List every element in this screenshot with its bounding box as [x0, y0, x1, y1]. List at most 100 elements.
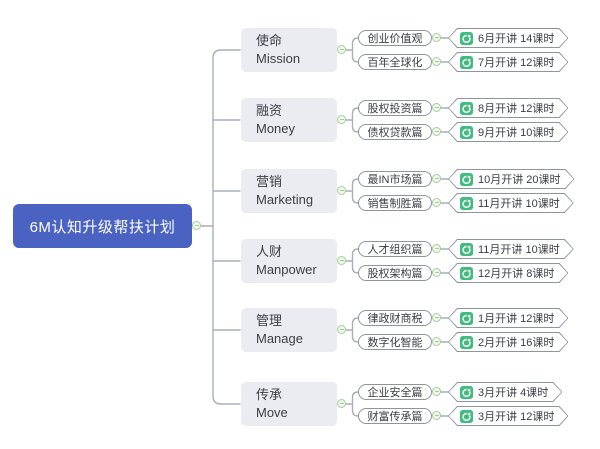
leaf-shape: [448, 122, 568, 142]
topic-node[interactable]: 律政财商税: [358, 310, 432, 326]
topic-node[interactable]: 财富传承篇: [358, 408, 432, 424]
collapse-toggle[interactable]: [432, 103, 441, 112]
collapse-toggle[interactable]: [337, 186, 346, 195]
leaf-shape: [448, 52, 568, 72]
leaf-shape: [448, 239, 574, 259]
schedule-node[interactable]: 3月开讲 4课时: [448, 382, 562, 402]
collapse-toggle[interactable]: [432, 387, 441, 396]
schedule-label: 3月开讲 12课时: [478, 411, 555, 423]
topic-node[interactable]: 数字化智能: [358, 334, 432, 350]
schedule-node[interactable]: 3月开讲 12课时: [448, 406, 568, 426]
leaf-shape: [448, 193, 574, 213]
root-node[interactable]: 6M认知升级帮扶计划: [13, 204, 192, 248]
topic-node[interactable]: 企业安全篇: [358, 384, 432, 400]
topic-node[interactable]: 百年全球化: [358, 54, 432, 70]
collapse-toggle[interactable]: [192, 221, 201, 230]
branch-node-move[interactable]: 传承 Move: [241, 382, 337, 426]
branch-node-money[interactable]: 融资 Money: [241, 98, 337, 142]
schedule-node[interactable]: 12月开讲 8课时: [448, 263, 568, 283]
schedule-node[interactable]: 1月开讲 12课时: [448, 308, 568, 328]
topic-label: 创业价值观: [367, 33, 423, 45]
collapse-toggle[interactable]: [432, 174, 441, 183]
leaf-shape: [448, 28, 568, 48]
branch-label-en: Marketing: [256, 192, 314, 207]
collapse-toggle[interactable]: [337, 115, 346, 124]
collapse-toggle[interactable]: [337, 325, 346, 334]
collapse-toggle[interactable]: [432, 313, 441, 322]
branch-label-cn: 营销: [256, 174, 283, 189]
collapse-toggle[interactable]: [337, 256, 346, 265]
globe-icon: [460, 173, 473, 186]
schedule-node[interactable]: 8月开讲 12课时: [448, 98, 568, 118]
topic-node[interactable]: 债权贷款篇: [358, 124, 432, 140]
topic-label: 销售制胜篇: [367, 198, 423, 210]
schedule-node[interactable]: 6月开讲 14课时: [448, 28, 568, 48]
branch-label-cn: 人财: [256, 244, 283, 259]
globe-icon: [460, 386, 473, 399]
schedule-node[interactable]: 11月开讲 10课时: [448, 239, 574, 259]
globe-icon: [460, 197, 473, 210]
schedule-label: 10月开讲 20课时: [478, 174, 561, 186]
schedule-label: 1月开讲 12课时: [478, 313, 555, 325]
topic-label: 百年全球化: [367, 57, 423, 69]
collapse-toggle[interactable]: [432, 57, 441, 66]
collapse-toggle[interactable]: [432, 411, 441, 420]
leaf-shape: [448, 263, 568, 283]
collapse-toggle[interactable]: [432, 198, 441, 207]
branch-label-en: Mission: [256, 51, 301, 66]
collapse-toggle[interactable]: [432, 127, 441, 136]
topic-node[interactable]: 股权架构篇: [358, 265, 432, 281]
leaf-shape: [448, 382, 562, 402]
topic-label: 人才组织篇: [367, 244, 423, 256]
leaf-shape: [448, 406, 568, 426]
schedule-label: 6月开讲 14课时: [478, 33, 555, 45]
topic-node[interactable]: 股权投资篇: [358, 100, 432, 116]
branch-label-en: Move: [256, 405, 288, 420]
globe-icon: [460, 32, 473, 45]
leaf-shape: [448, 308, 568, 328]
schedule-label: 8月开讲 12课时: [478, 103, 555, 115]
collapse-toggle[interactable]: [337, 399, 346, 408]
globe-icon: [460, 56, 473, 69]
branch-node-mission[interactable]: 使命 Mission: [241, 28, 337, 72]
topic-label: 股权架构篇: [367, 268, 423, 280]
globe-icon: [460, 243, 473, 256]
collapse-toggle[interactable]: [432, 33, 441, 42]
branch-label-en: Money: [256, 121, 296, 136]
topic-node[interactable]: 销售制胜篇: [358, 195, 432, 211]
branch-node-manage[interactable]: 管理 Manage: [241, 308, 337, 352]
branch-label-en: Manage: [256, 331, 303, 346]
topic-label: 财富传承篇: [367, 411, 423, 423]
topic-node[interactable]: 创业价值观: [358, 30, 432, 46]
topic-label: 最IN市场篇: [367, 174, 423, 186]
schedule-node[interactable]: 10月开讲 20课时: [448, 169, 575, 189]
branch-label-cn: 管理: [256, 313, 283, 328]
branch-label-cn: 传承: [256, 387, 283, 402]
schedule-node[interactable]: 9月开讲 10课时: [448, 122, 568, 142]
collapse-toggle[interactable]: [337, 45, 346, 54]
globe-icon: [460, 312, 473, 325]
collapse-toggle[interactable]: [432, 337, 441, 346]
schedule-node[interactable]: 11月开讲 10课时: [448, 193, 574, 213]
schedule-node[interactable]: 7月开讲 12课时: [448, 52, 568, 72]
schedule-label: 12月开讲 8课时: [478, 268, 555, 280]
branch-node-manpower[interactable]: 人财 Manpower: [241, 239, 337, 283]
collapse-toggle[interactable]: [432, 244, 441, 253]
topic-label: 律政财商税: [367, 313, 423, 325]
schedule-label: 3月开讲 4课时: [478, 387, 549, 399]
globe-icon: [460, 126, 473, 139]
branch-label-cn: 使命: [256, 33, 283, 48]
topic-label: 企业安全篇: [367, 387, 423, 399]
topic-node[interactable]: 人才组织篇: [358, 241, 432, 257]
globe-icon: [460, 102, 473, 115]
branch-label-en: Manpower: [256, 262, 317, 277]
topic-node[interactable]: 最IN市场篇: [358, 171, 432, 187]
leaf-shape: [448, 169, 575, 189]
schedule-node[interactable]: 2月开讲 16课时: [448, 332, 568, 352]
globe-icon: [460, 410, 473, 423]
collapse-toggle[interactable]: [432, 268, 441, 277]
topic-label: 数字化智能: [367, 337, 423, 349]
topic-label: 债权贷款篇: [367, 127, 423, 139]
branch-node-marketing[interactable]: 营销 Marketing: [241, 169, 337, 213]
branch-label-cn: 融资: [256, 103, 283, 118]
